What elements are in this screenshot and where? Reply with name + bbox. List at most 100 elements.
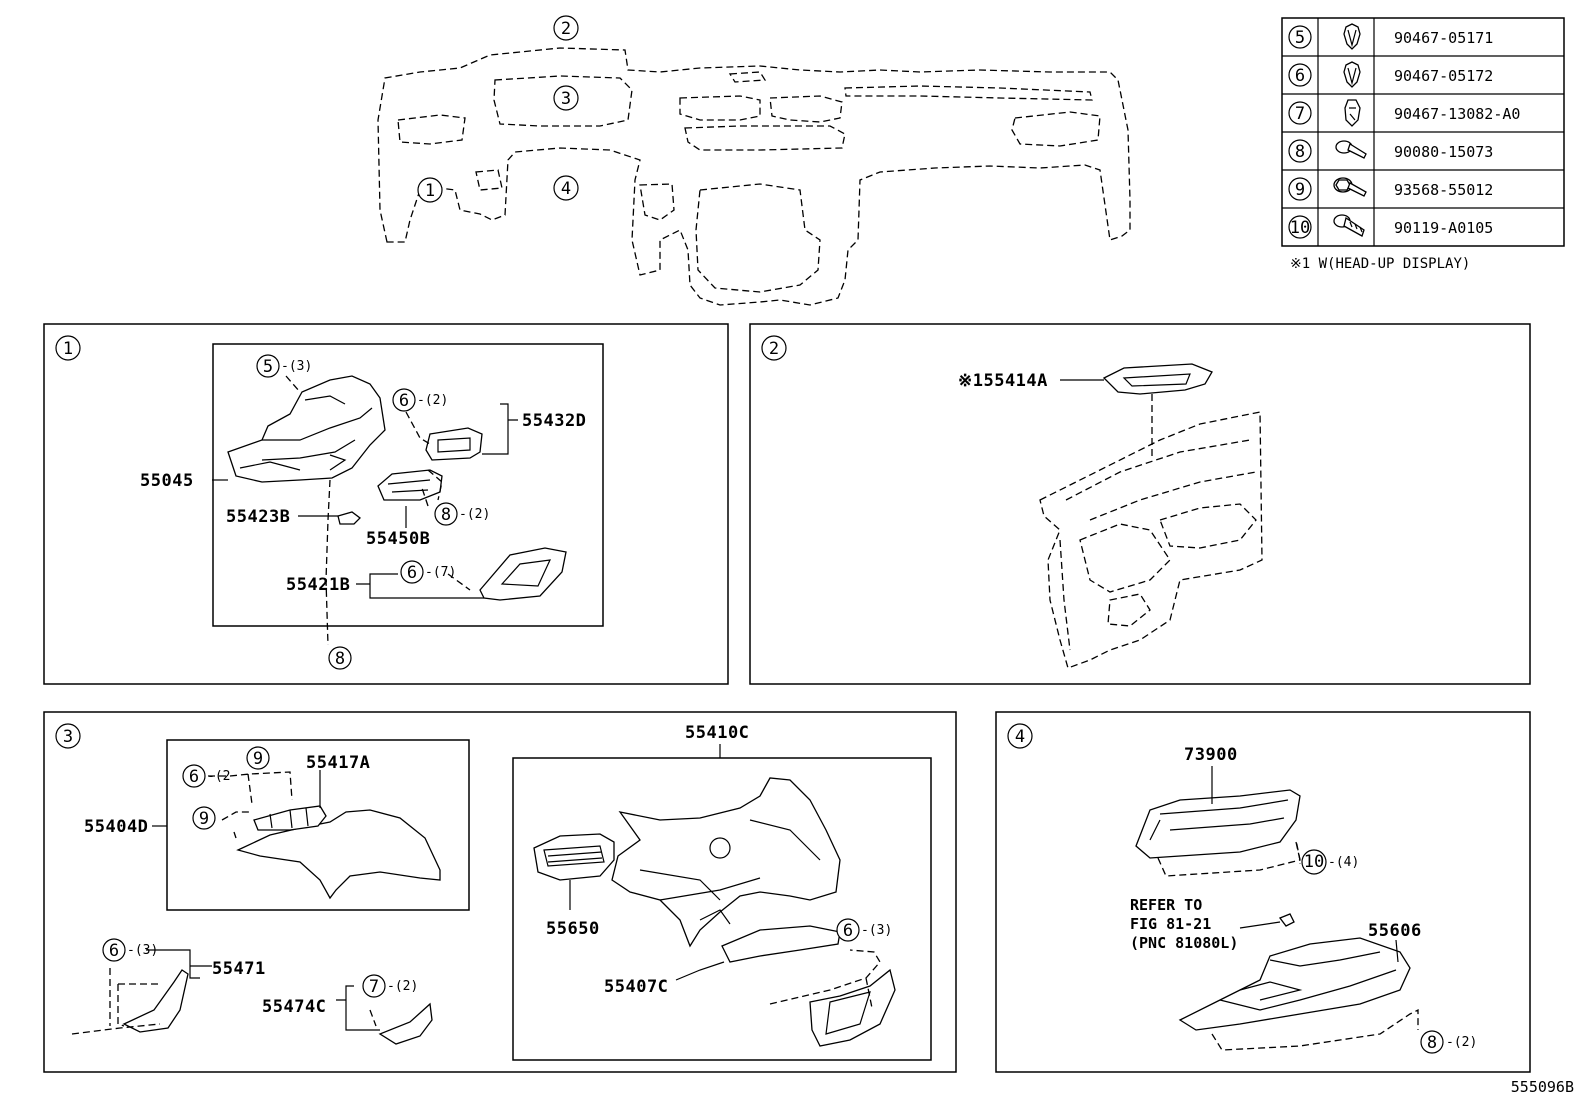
callout-8[interactable]: 8 <box>328 646 352 670</box>
svg-text:-(4): -(4) <box>1328 855 1359 870</box>
part-55410C-label[interactable]: 55410C <box>685 723 749 743</box>
svg-text:REFER TO: REFER TO <box>1130 896 1202 914</box>
part-55423B-drawing[interactable] <box>337 511 361 525</box>
part-55650-drawing[interactable] <box>533 833 615 881</box>
svg-text:-(2): -(2) <box>387 979 418 994</box>
part-55045-drawing[interactable] <box>227 375 386 483</box>
svg-text:9: 9 <box>199 809 209 829</box>
panel-2: 2 ※155414A <box>749 323 1531 685</box>
part-55606-drawing[interactable] <box>1178 913 1411 1031</box>
panel-2-id: 2 <box>769 339 779 359</box>
svg-text:(PNC 81080L): (PNC 81080L) <box>1130 934 1238 952</box>
callout-6[interactable]: 6 -(2 <box>182 764 230 788</box>
part-55407C-drawing[interactable] <box>721 925 841 963</box>
callout-10[interactable]: 10 -(4) <box>1301 849 1359 875</box>
part-55404D-drawing[interactable] <box>236 809 441 900</box>
part-55650-label[interactable]: 55650 <box>546 919 600 939</box>
part-55407C-label[interactable]: 55407C <box>604 977 668 997</box>
part-55414A-label[interactable]: ※155414A <box>958 371 1048 391</box>
table-row[interactable]: 8 90080-15073 <box>1288 139 1493 163</box>
svg-text:93568-55012: 93568-55012 <box>1394 181 1493 199</box>
part-55414A-drawing[interactable] <box>1102 363 1213 395</box>
svg-text:-(2): -(2) <box>459 507 490 522</box>
table-row[interactable]: 5 90467-05171 <box>1288 23 1493 50</box>
svg-text:90080-15073: 90080-15073 <box>1394 143 1493 161</box>
overview-ref-3[interactable]: 3 <box>553 85 579 111</box>
part-55474C-label[interactable]: 55474C <box>262 997 326 1017</box>
part-55404D-label[interactable]: 55404D <box>84 817 148 837</box>
table-row[interactable]: 6 90467-05172 <box>1288 61 1493 88</box>
part-trim-piece-drawing[interactable] <box>809 968 896 1047</box>
panel-1-id: 1 <box>63 339 73 359</box>
svg-text:-(2): -(2) <box>417 393 448 408</box>
callout-6[interactable]: 6 -(2) <box>392 388 448 412</box>
screw-icon <box>1335 140 1367 159</box>
svg-text:90119-A0105: 90119-A0105 <box>1394 219 1493 237</box>
overview-ref-1[interactable]: 1 <box>417 177 443 203</box>
svg-text:FIG 81-21: FIG 81-21 <box>1130 915 1211 933</box>
callout-8[interactable]: 8 -(2) <box>1420 1030 1477 1054</box>
part-55417A-drawing[interactable] <box>253 805 327 831</box>
diagram-code: 555096B <box>1511 1078 1574 1096</box>
svg-text:4: 4 <box>561 179 571 199</box>
part-73900-label[interactable]: 73900 <box>1184 745 1238 765</box>
part-55450B-drawing[interactable] <box>377 469 443 501</box>
svg-text:7: 7 <box>1295 104 1305 124</box>
svg-text:6: 6 <box>1295 66 1305 86</box>
part-55421B-drawing[interactable] <box>479 547 567 601</box>
table-row[interactable]: 9 93568-55012 <box>1288 177 1493 201</box>
part-55417A-label[interactable]: 55417A <box>306 753 370 773</box>
svg-text:8: 8 <box>1295 142 1305 162</box>
part-55474C-drawing[interactable] <box>378 1002 433 1045</box>
callout-8[interactable]: 8 -(2) <box>434 502 490 526</box>
clip-icon <box>1343 61 1361 88</box>
callout-6[interactable]: 6 -(3) <box>102 938 158 962</box>
part-55471-drawing[interactable] <box>122 969 189 1033</box>
part-73900-drawing[interactable] <box>1135 789 1301 859</box>
part-55423B-label[interactable]: 55423B <box>226 507 290 527</box>
svg-text:-(7): -(7) <box>425 565 456 580</box>
svg-text:8: 8 <box>441 505 451 525</box>
svg-text:6: 6 <box>189 767 199 787</box>
clip-icon <box>1343 23 1361 50</box>
svg-text:-(3): -(3) <box>281 359 312 374</box>
svg-text:3: 3 <box>561 89 571 109</box>
panel-4: 4 73900 55606 REFER TO FIG 81-21 (PNC 81… <box>995 711 1531 1073</box>
svg-text:5: 5 <box>1295 28 1305 48</box>
head-up-display-note: ※1 W(HEAD-UP DISPLAY) <box>1290 256 1470 272</box>
part-55421B-label[interactable]: 55421B <box>286 575 350 595</box>
svg-text:10: 10 <box>1290 218 1310 238</box>
svg-text:-(2: -(2 <box>207 769 230 784</box>
panel-4-id: 4 <box>1015 727 1025 747</box>
part-55432D-label[interactable]: 55432D <box>522 411 586 431</box>
table-row[interactable]: 7 90467-13082-A0 <box>1288 99 1520 127</box>
table-row[interactable]: 10 90119-A0105 <box>1288 214 1493 239</box>
svg-text:90467-05171: 90467-05171 <box>1394 29 1493 47</box>
callout-6[interactable]: 6 -(7) <box>400 560 456 584</box>
svg-text:2: 2 <box>561 19 571 39</box>
callout-9[interactable]: 9 <box>246 746 270 770</box>
svg-text:9: 9 <box>1295 180 1305 200</box>
svg-text:8: 8 <box>1427 1033 1437 1053</box>
svg-text:10: 10 <box>1304 852 1324 872</box>
callout-6[interactable]: 6 -(3) <box>836 918 892 942</box>
svg-text:6: 6 <box>407 563 417 583</box>
svg-text:6: 6 <box>109 941 119 961</box>
part-55432D-drawing[interactable] <box>425 427 483 461</box>
part-55410C-drawing[interactable] <box>611 777 841 948</box>
part-55606-label[interactable]: 55606 <box>1368 921 1422 941</box>
svg-text:-(3): -(3) <box>127 943 158 958</box>
overview-ref-2[interactable]: 2 <box>553 15 579 41</box>
svg-text:5: 5 <box>263 357 273 377</box>
part-55450B-label[interactable]: 55450B <box>366 529 430 549</box>
svg-text:90467-05172: 90467-05172 <box>1394 67 1493 85</box>
panel-1: 1 <box>43 323 729 685</box>
callout-7[interactable]: 7 -(2) <box>362 974 418 998</box>
refer-to-note[interactable]: REFER TO FIG 81-21 (PNC 81080L) <box>1130 896 1238 952</box>
part-55471-label[interactable]: 55471 <box>212 959 266 979</box>
overview-ref-4[interactable]: 4 <box>553 175 579 201</box>
overview-callouts: 1 2 3 4 <box>417 15 579 203</box>
part-55045-label[interactable]: 55045 <box>140 471 194 491</box>
callout-9[interactable]: 9 <box>192 806 216 830</box>
callout-5[interactable]: 5 -(3) <box>256 354 312 378</box>
